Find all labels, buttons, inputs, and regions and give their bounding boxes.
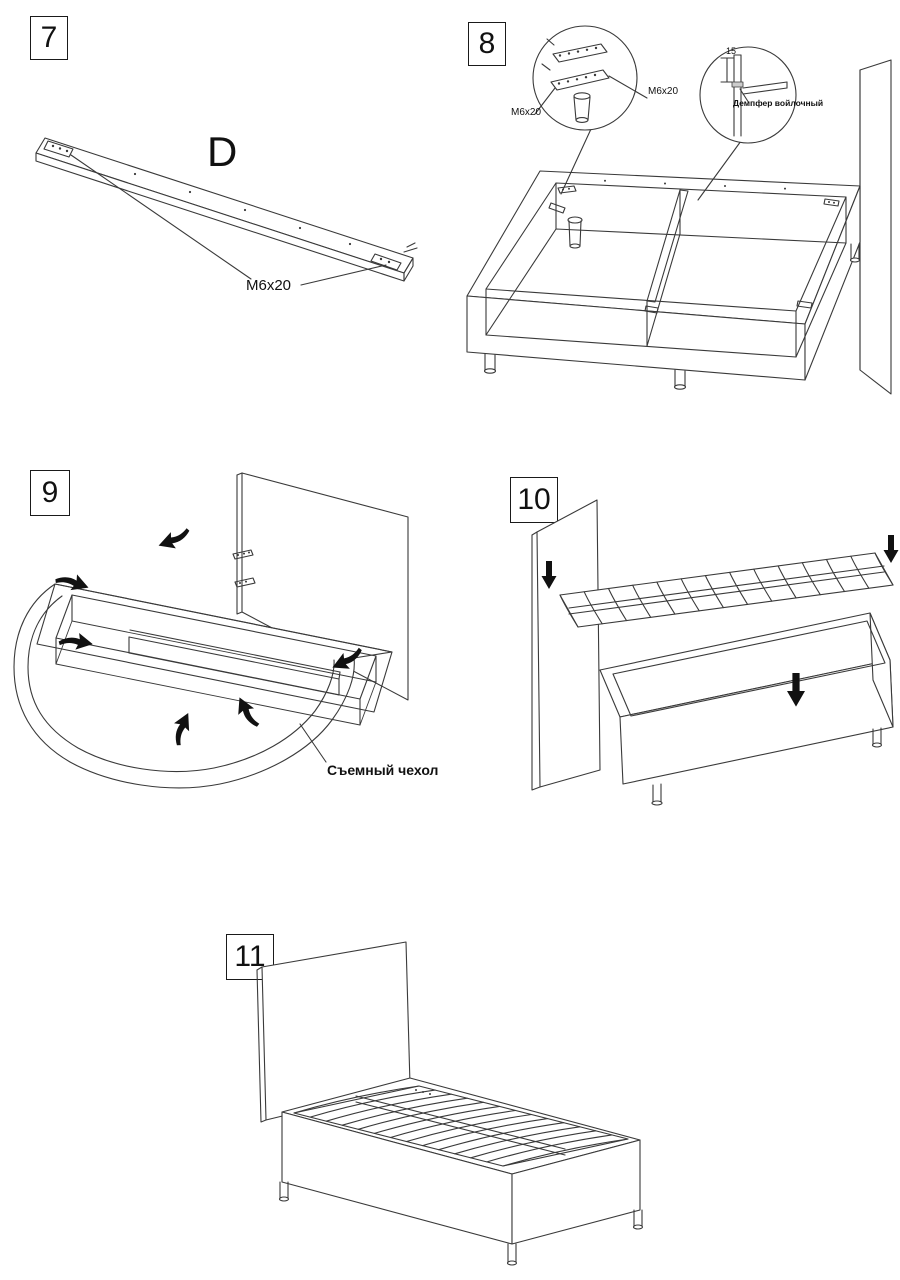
step-7-illustration-plank-d	[35, 137, 418, 286]
bed-slat	[470, 1130, 597, 1159]
step-9-cover-label: Съемный чехол	[327, 762, 439, 778]
step-7-number: 7	[40, 21, 58, 54]
bed-slat	[438, 1122, 565, 1151]
step-8-illustration-bed-frame	[466, 25, 892, 395]
callout-circle-damper	[699, 46, 797, 144]
callout-line	[560, 128, 592, 195]
bed-slat	[454, 1126, 581, 1155]
step-10-number: 10	[517, 483, 551, 516]
bed-slat	[309, 1089, 436, 1118]
removable-cover	[13, 583, 393, 789]
callout-circle-brackets	[532, 25, 638, 131]
leader-line	[608, 75, 648, 99]
step-10-illustration-slat-base	[531, 499, 899, 806]
bed-leg	[483, 243, 861, 390]
storage-box	[599, 612, 894, 806]
step-9-number: 9	[41, 476, 59, 509]
step-10-number-box: 10	[510, 477, 558, 523]
step-8-screw-label-right: M6x20	[648, 86, 679, 97]
support-leg	[567, 216, 583, 249]
step-9-illustration-cover	[13, 472, 409, 789]
bed-slat	[486, 1134, 613, 1163]
step-7-screw-label: M6x20	[246, 277, 292, 294]
bed-slat	[405, 1113, 533, 1143]
storage-box	[36, 583, 393, 726]
bed-slat	[325, 1093, 452, 1122]
down-arrow-icon	[883, 535, 899, 563]
headboard	[859, 59, 892, 395]
step-8-damper-label: Демпфер войлочный	[733, 98, 824, 108]
headboard	[232, 472, 409, 701]
bed-slat	[422, 1118, 549, 1147]
bed-leg	[278, 1181, 644, 1266]
assembled-bed	[278, 1077, 644, 1266]
bed-slat	[389, 1109, 517, 1139]
leader-line	[739, 88, 750, 104]
step-8-dimension-label: 15	[726, 46, 737, 56]
bed-slat	[559, 594, 579, 628]
step-8-screw-label-left: M6x20	[511, 107, 542, 118]
bed-slat	[293, 1085, 420, 1114]
bed-slat	[502, 1138, 629, 1167]
leader-line	[70, 154, 252, 280]
press-arrow-icon	[155, 526, 194, 554]
bed-frame	[466, 170, 861, 390]
headboard	[531, 499, 601, 791]
leader-line	[299, 723, 327, 763]
step-8-number-box: 8	[468, 22, 506, 66]
part-d-label: D	[207, 128, 238, 175]
corner-bracket	[548, 185, 840, 314]
bed-slat	[357, 1101, 484, 1130]
slat-base	[559, 552, 894, 628]
step-11-number: 11	[234, 940, 266, 973]
step-7-number-box: 7	[30, 16, 68, 60]
bed-leg	[651, 727, 883, 806]
bed-slat	[373, 1105, 500, 1134]
headboard	[256, 941, 411, 1123]
felt-damper	[731, 81, 744, 88]
callout-line	[697, 140, 742, 201]
step-9-number-box: 9	[30, 470, 70, 516]
bed-slat	[341, 1097, 468, 1126]
leader-line	[300, 264, 387, 286]
leader-line	[534, 87, 556, 115]
step-11-illustration-assembled-bed	[256, 941, 644, 1266]
plank-part-d	[35, 137, 418, 286]
step-8-number: 8	[478, 27, 496, 60]
